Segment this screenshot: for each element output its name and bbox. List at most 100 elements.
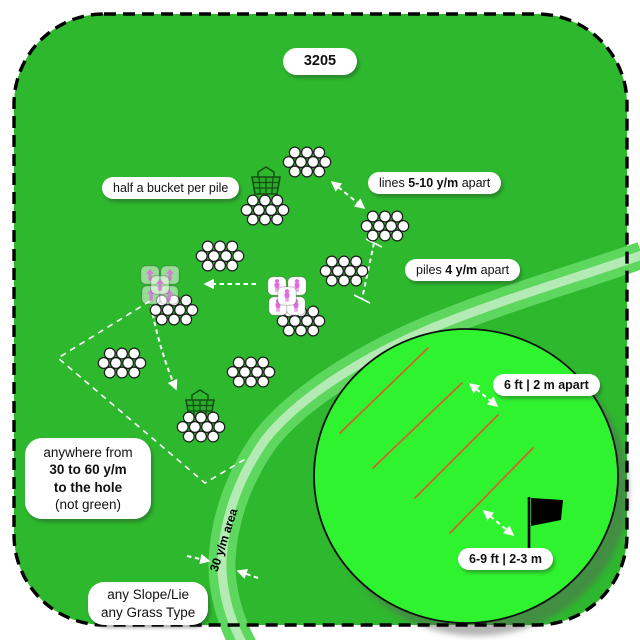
bucket-note-label: half a bucket per pile bbox=[102, 177, 240, 200]
band-width-arrow-left bbox=[186, 553, 211, 565]
golf-ball bbox=[201, 240, 214, 253]
golf-ball bbox=[176, 421, 189, 434]
golf-ball bbox=[257, 356, 270, 369]
distance-note-line2: 30 to 60 y/m bbox=[49, 462, 127, 478]
golfer-icon bbox=[284, 289, 290, 302]
golf-ball bbox=[186, 304, 199, 317]
ball-pile bbox=[282, 146, 332, 178]
ball-pile bbox=[240, 194, 290, 226]
golf-ball bbox=[366, 229, 379, 242]
golf-ball bbox=[195, 411, 208, 424]
golf-ball bbox=[307, 324, 320, 337]
golf-ball bbox=[240, 204, 253, 217]
golf-ball bbox=[288, 165, 301, 178]
pile-spacing-value: 4 y/m bbox=[445, 263, 478, 277]
golf-ball bbox=[301, 315, 314, 328]
pile-spacing-post: apart bbox=[477, 263, 510, 277]
golf-ball bbox=[251, 366, 264, 379]
golf-ball bbox=[257, 375, 270, 388]
golf-ball bbox=[115, 366, 128, 379]
golf-ball bbox=[379, 210, 392, 223]
golf-ball bbox=[103, 347, 116, 360]
golf-ball bbox=[180, 294, 193, 307]
golf-ball bbox=[277, 204, 290, 217]
golf-ball bbox=[128, 347, 141, 360]
golf-ball bbox=[155, 313, 168, 326]
golf-ball bbox=[391, 229, 404, 242]
hole-distance-arrow bbox=[482, 510, 515, 536]
distance-note-line4: (not green) bbox=[54, 496, 122, 512]
conditions-line2: any Grass Type bbox=[101, 604, 196, 620]
golf-ball bbox=[350, 274, 363, 287]
golf-ball bbox=[201, 259, 214, 272]
golf-ball bbox=[313, 315, 326, 328]
golf-ball bbox=[282, 324, 295, 337]
golf-ball bbox=[182, 430, 195, 443]
golf-ball bbox=[263, 366, 276, 379]
conditions-line1: any Slope/Lie bbox=[107, 587, 190, 602]
golf-ball bbox=[259, 213, 272, 226]
golf-ball bbox=[109, 357, 122, 370]
golf-ball bbox=[294, 156, 307, 169]
golf-ball bbox=[295, 324, 308, 337]
ball-pile bbox=[195, 240, 245, 272]
conditions-label: any Slope/Lie any Grass Type bbox=[88, 582, 209, 626]
golf-ball bbox=[325, 274, 338, 287]
golf-ball bbox=[276, 315, 289, 328]
golf-ball bbox=[232, 356, 245, 369]
golf-ball bbox=[259, 194, 272, 207]
golf-ball bbox=[220, 250, 233, 263]
direction-arrow-icon bbox=[165, 269, 175, 281]
golf-ball bbox=[360, 220, 373, 233]
golf-ball bbox=[214, 240, 227, 253]
pile-gap-measure bbox=[353, 238, 383, 304]
golf-ball bbox=[313, 165, 326, 178]
ball-pile bbox=[276, 305, 326, 337]
hole-distance-label: 6-9 ft | 2-3 m bbox=[458, 548, 553, 571]
golf-ball bbox=[195, 430, 208, 443]
golf-ball bbox=[97, 357, 110, 370]
line-spacing-post: apart bbox=[458, 176, 491, 190]
golfer-icon bbox=[294, 279, 300, 292]
pile-spacing-label: piles 4 y/m apart bbox=[405, 259, 521, 282]
landing-line bbox=[372, 382, 463, 469]
golf-ball bbox=[338, 274, 351, 287]
landing-line bbox=[449, 447, 534, 534]
direction-arrow-icon bbox=[145, 269, 155, 281]
golf-ball bbox=[331, 265, 344, 278]
golf-ball bbox=[134, 357, 147, 370]
landing-line bbox=[339, 347, 429, 434]
landing-lines bbox=[339, 347, 534, 534]
ball-pile bbox=[149, 294, 199, 326]
golf-ball bbox=[115, 347, 128, 360]
line-spacing-pre: lines bbox=[379, 176, 409, 190]
golf-ball bbox=[226, 259, 239, 272]
golf-ball bbox=[319, 156, 332, 169]
line-spacing-arrow bbox=[330, 181, 366, 209]
golf-ball bbox=[103, 366, 116, 379]
green-spacing-arrow bbox=[468, 383, 499, 407]
golf-ball bbox=[232, 375, 245, 388]
golf-ball bbox=[372, 220, 385, 233]
ball-pile bbox=[319, 255, 369, 287]
golf-ball bbox=[265, 204, 278, 217]
golf-ball bbox=[338, 255, 351, 268]
golf-ball bbox=[319, 265, 332, 278]
ball-pile bbox=[360, 210, 410, 242]
ball-pile bbox=[176, 411, 226, 443]
golfer-cluster bbox=[267, 276, 307, 316]
golf-ball bbox=[245, 356, 258, 369]
green-spacing-label: 6 ft | 2 m apart bbox=[493, 374, 600, 397]
golf-ball bbox=[226, 366, 239, 379]
direction-arrow-icon bbox=[155, 279, 165, 291]
line-spacing-label: lines 5-10 y/m apart bbox=[368, 172, 502, 195]
golf-ball bbox=[397, 220, 410, 233]
golf-ball bbox=[232, 250, 245, 263]
golf-ball bbox=[214, 259, 227, 272]
golf-ball bbox=[301, 165, 314, 178]
flag-icon bbox=[527, 497, 563, 548]
golf-ball bbox=[307, 305, 320, 318]
pile-spacing-pre: piles bbox=[416, 263, 446, 277]
golf-ball bbox=[213, 421, 226, 434]
golf-ball bbox=[207, 250, 220, 263]
